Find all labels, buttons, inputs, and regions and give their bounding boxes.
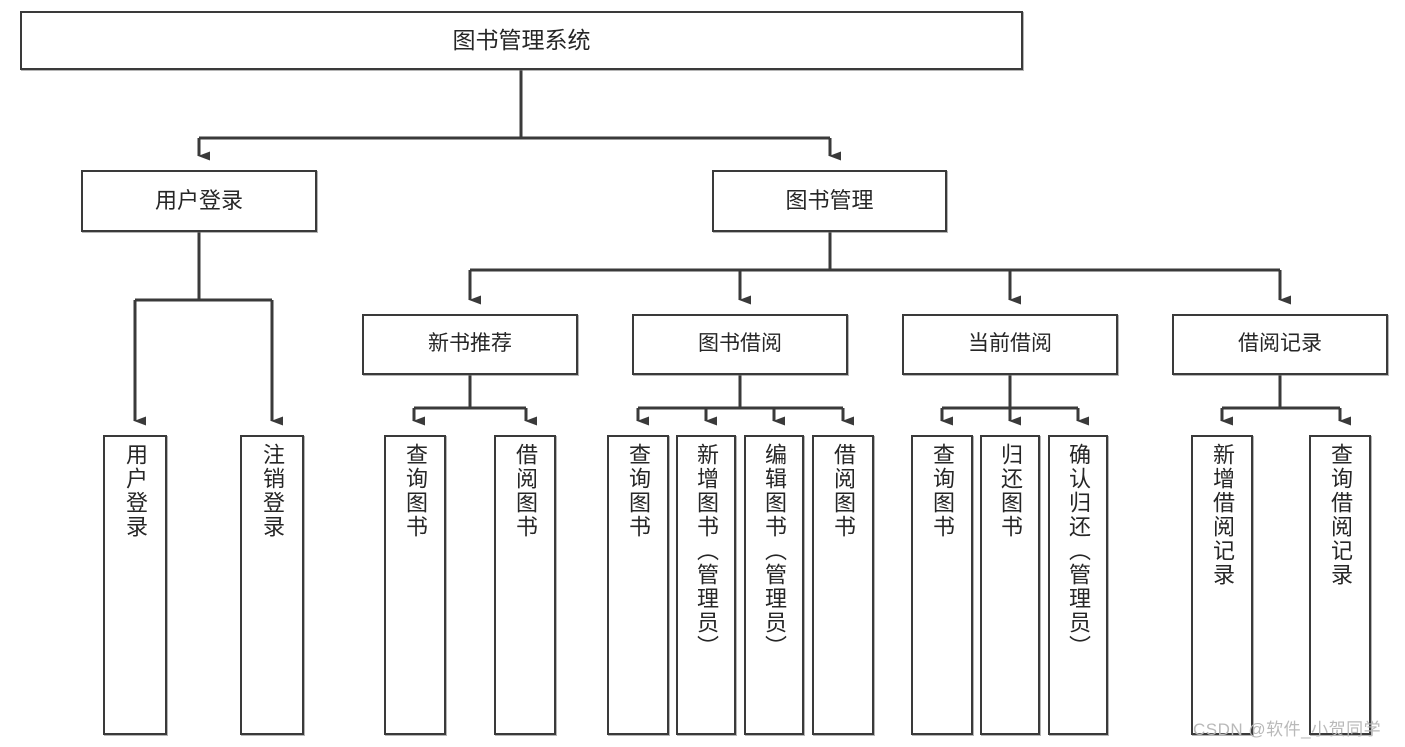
- node-root-system[interactable]: 图书管理系统: [20, 11, 1023, 70]
- node-label: 用户登录: [123, 443, 148, 539]
- node-borrow-record[interactable]: 借阅记录: [1172, 314, 1388, 375]
- node-label: 查询图书: [403, 443, 428, 539]
- node-label: 图书管理系统: [452, 27, 591, 54]
- node-label: 确认归还（管理员）: [1066, 443, 1091, 659]
- node-label: 借阅图书: [831, 443, 856, 539]
- leaf-confirm-return-admin[interactable]: 确认归还（管理员）: [1048, 435, 1108, 735]
- leaf-add-borrow-record[interactable]: 新增借阅记录: [1191, 435, 1253, 735]
- leaf-query-borrow-record[interactable]: 查询借阅记录: [1309, 435, 1371, 735]
- leaf-query-book-1[interactable]: 查询图书: [384, 435, 446, 735]
- node-label: 当前借阅: [968, 332, 1052, 356]
- node-label: 借阅记录: [1238, 332, 1322, 356]
- leaf-edit-book-admin[interactable]: 编辑图书（管理员）: [744, 435, 804, 735]
- node-label: 编辑图书（管理员）: [762, 443, 787, 659]
- csdn-watermark: CSDN @软件_小贺同学: [1193, 720, 1382, 739]
- node-user-login[interactable]: 用户登录: [81, 170, 317, 232]
- node-book-borrow[interactable]: 图书借阅: [632, 314, 848, 375]
- leaf-borrow-book-1[interactable]: 借阅图书: [494, 435, 556, 735]
- node-label: 新增图书（管理员）: [694, 443, 719, 659]
- node-label: 注销登录: [260, 443, 285, 539]
- leaf-query-book-3[interactable]: 查询图书: [911, 435, 973, 735]
- leaf-borrow-book-2[interactable]: 借阅图书: [812, 435, 874, 735]
- node-label: 新书推荐: [428, 332, 512, 356]
- node-label: 新增借阅记录: [1210, 443, 1235, 587]
- leaf-user-login[interactable]: 用户登录: [103, 435, 167, 735]
- leaf-add-book-admin[interactable]: 新增图书（管理员）: [676, 435, 736, 735]
- node-current-borrow[interactable]: 当前借阅: [902, 314, 1118, 375]
- leaf-query-book-2[interactable]: 查询图书: [607, 435, 669, 735]
- leaf-return-book[interactable]: 归还图书: [980, 435, 1040, 735]
- node-label: 图书借阅: [698, 332, 782, 356]
- node-label: 图书管理: [785, 188, 874, 214]
- node-label: 用户登录: [154, 188, 243, 214]
- leaf-logout-login[interactable]: 注销登录: [240, 435, 304, 735]
- node-label: 查询图书: [930, 443, 955, 539]
- node-label: 借阅图书: [513, 443, 538, 539]
- node-book-management[interactable]: 图书管理: [712, 170, 947, 232]
- node-label: 归还图书: [998, 443, 1023, 539]
- node-label: 查询图书: [626, 443, 651, 539]
- node-new-book-recommend[interactable]: 新书推荐: [362, 314, 578, 375]
- node-label: 查询借阅记录: [1328, 443, 1353, 587]
